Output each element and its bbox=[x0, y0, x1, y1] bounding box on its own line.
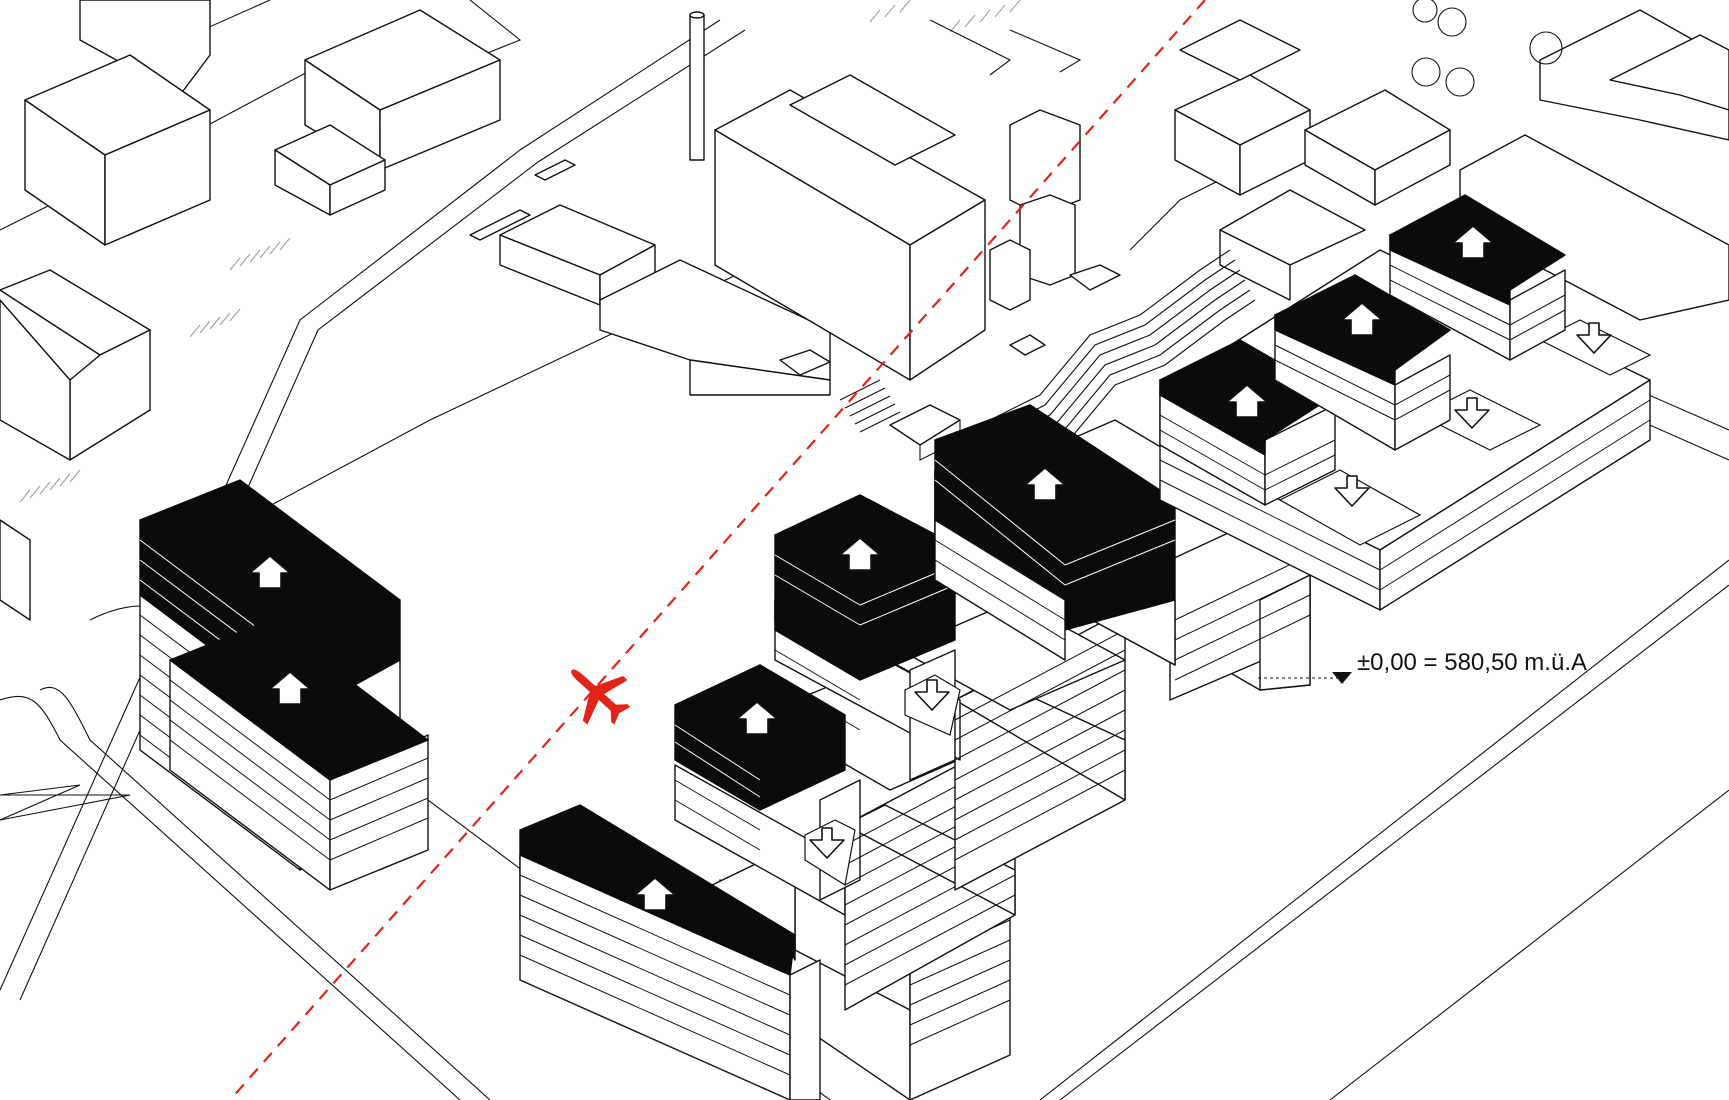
arrow-up-icon bbox=[269, 671, 311, 705]
arrow-down-icon bbox=[1454, 397, 1490, 429]
arrow-up-icon bbox=[736, 701, 778, 735]
level-label: ±0,00 = 580,50 m.ü.A bbox=[1357, 649, 1587, 676]
building-c bbox=[674, 664, 1016, 1011]
arrow-up-icon bbox=[1226, 384, 1268, 418]
building-a-front bbox=[169, 619, 429, 891]
arrow-up-icon bbox=[839, 537, 881, 571]
level-annotation: ±0,00 = 580,50 m.ü.A bbox=[1258, 649, 1587, 684]
building-e bbox=[934, 404, 1311, 701]
context-buildings bbox=[0, 0, 1729, 621]
arrow-up-icon bbox=[1452, 225, 1494, 259]
arrow-down-icon bbox=[1576, 322, 1612, 354]
arrow-up-icon bbox=[1024, 467, 1066, 501]
arrow-down-icon bbox=[1334, 475, 1370, 507]
flight-path-line bbox=[229, 0, 1206, 1100]
triangle-marker-icon bbox=[1332, 672, 1352, 684]
arrow-down-icon bbox=[914, 679, 950, 711]
parking-hatching bbox=[19, 0, 1082, 503]
airplane-icon bbox=[571, 669, 631, 725]
arrow-up-icon bbox=[1341, 302, 1383, 336]
building-f-cluster bbox=[1159, 194, 1652, 611]
arrow-up-icon bbox=[634, 877, 676, 911]
building-d bbox=[774, 494, 1126, 891]
arrow-up-icon bbox=[249, 555, 291, 589]
arrow-down-icon bbox=[809, 827, 845, 859]
